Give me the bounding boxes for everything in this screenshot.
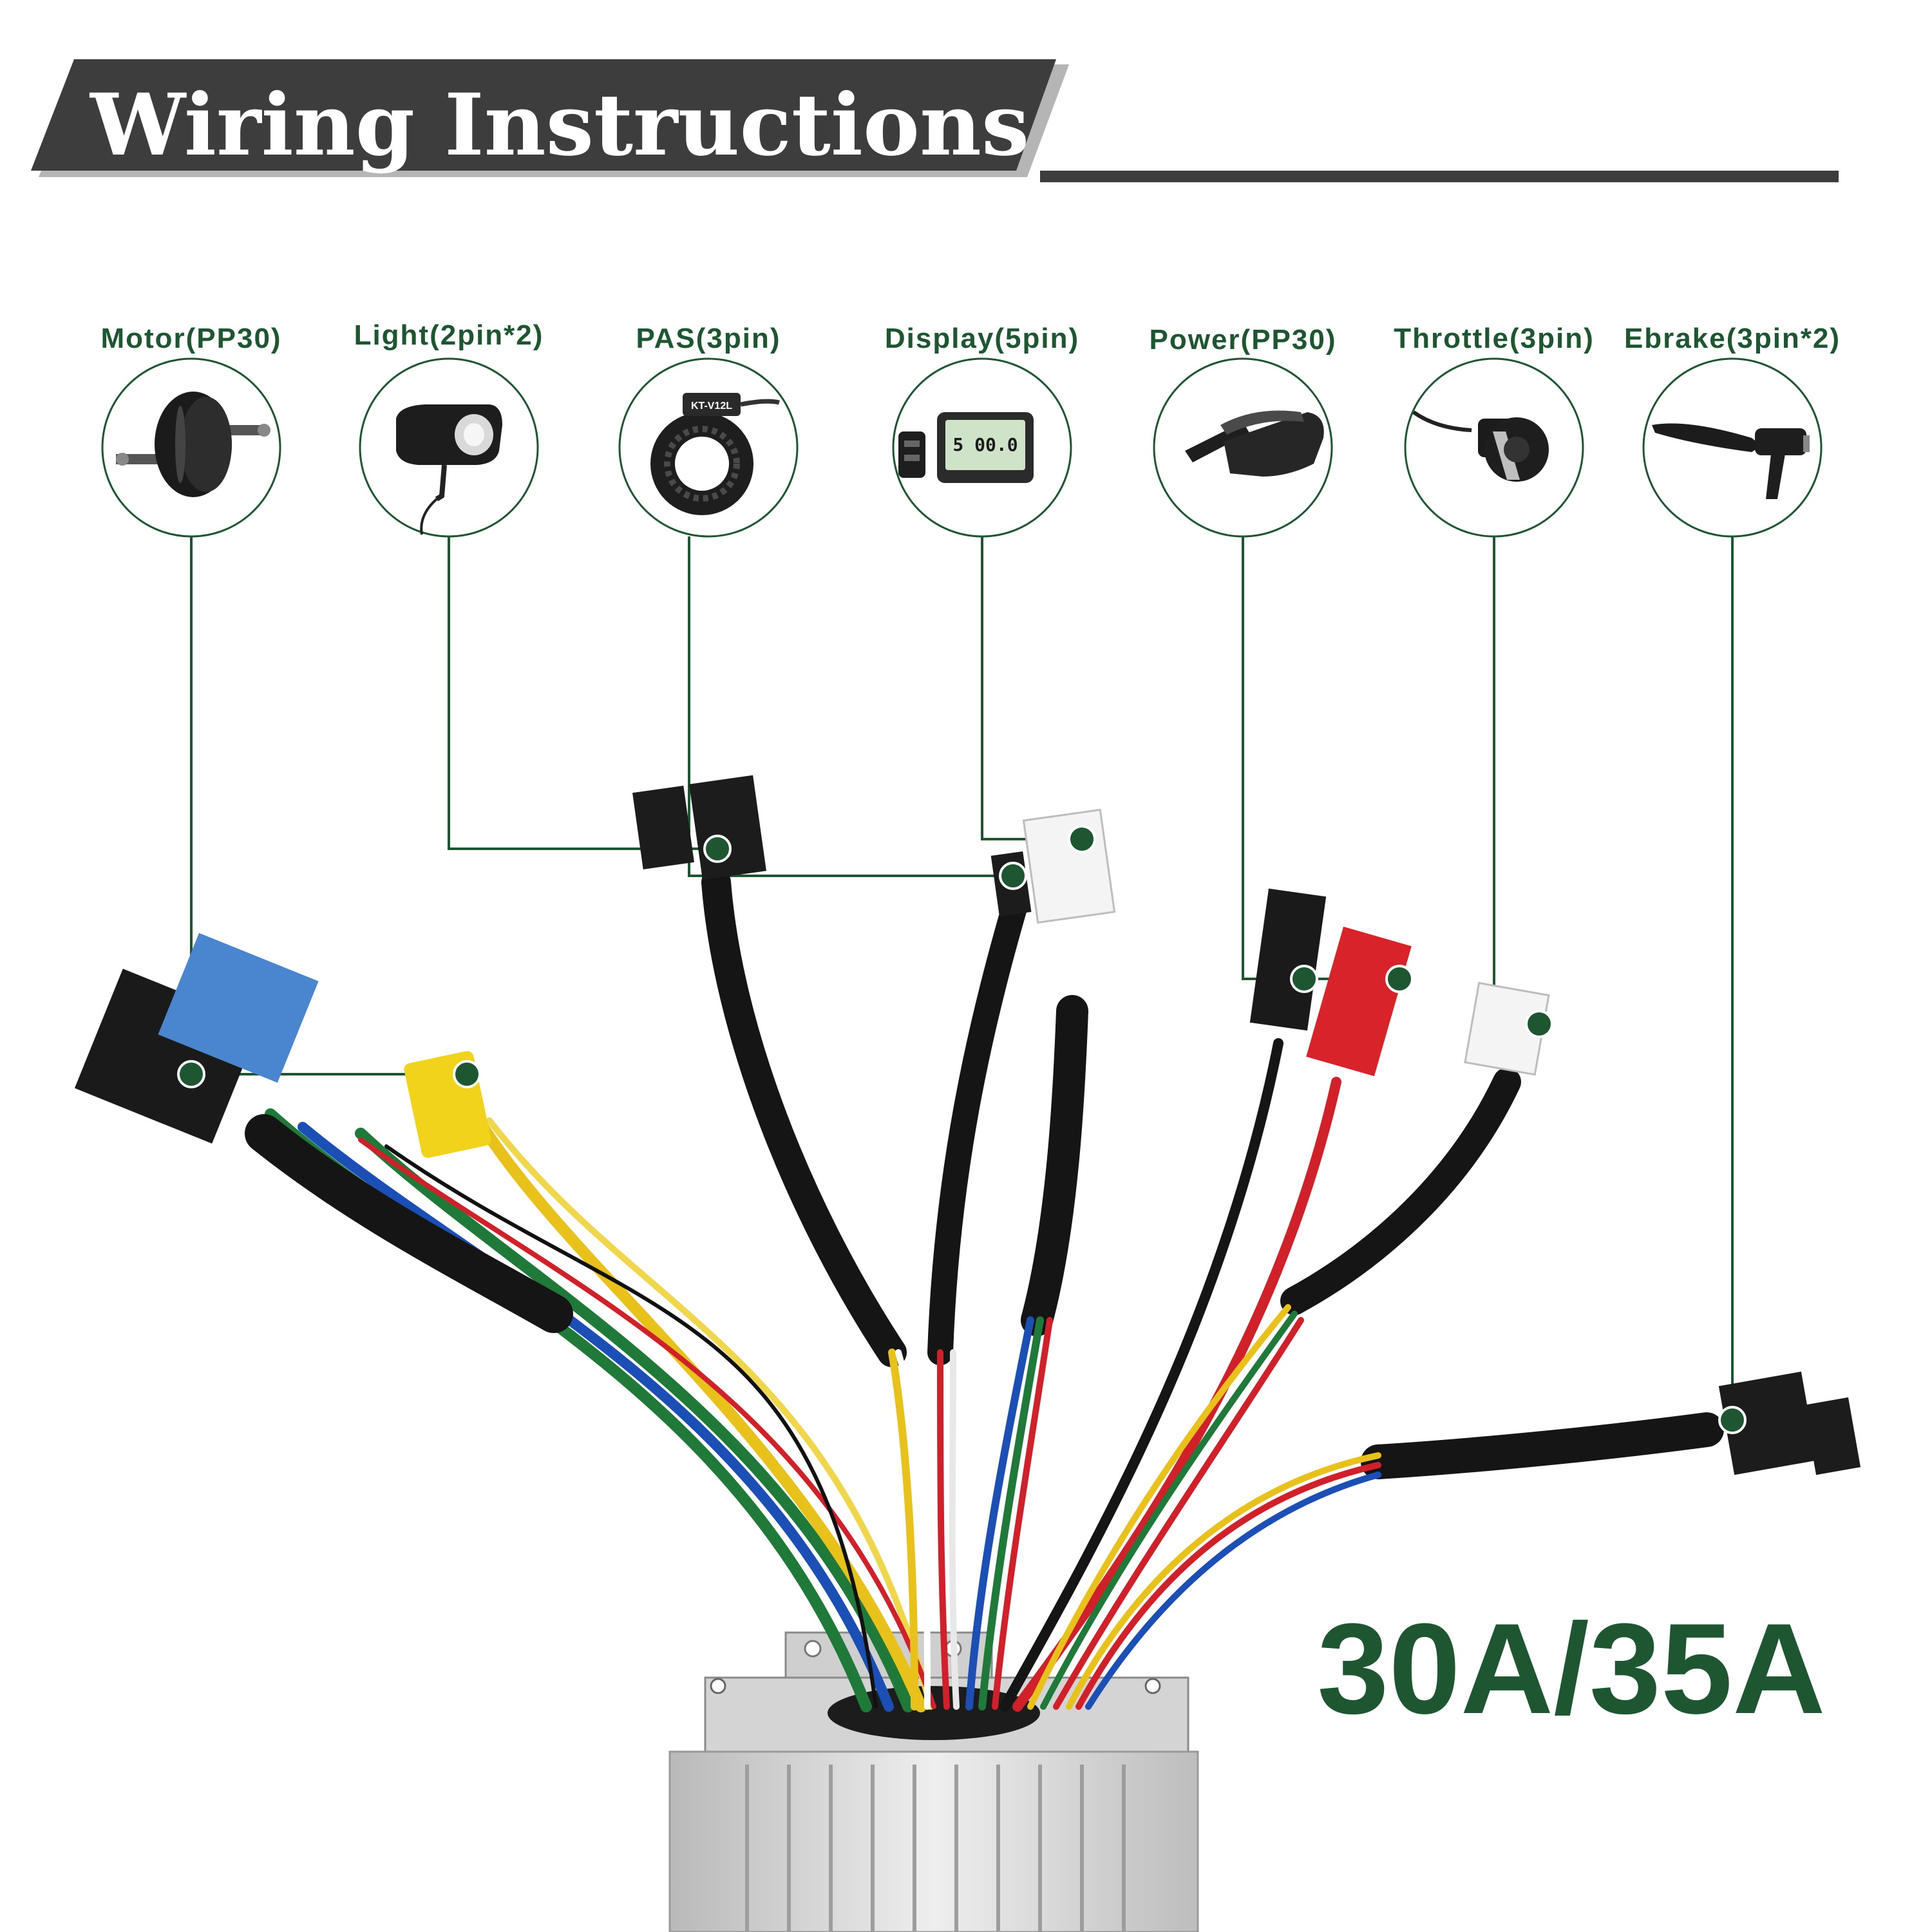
- header: Wiring Instructions: [31, 59, 1839, 182]
- page-title: Wiring Instructions: [89, 75, 1029, 175]
- leader-pas: [688, 536, 1013, 877]
- power-connector-black: [1249, 888, 1327, 1031]
- ebrake-wire-blue: [1085, 1472, 1381, 1710]
- dot-pas: [703, 835, 732, 863]
- throttle-wire-green: [1040, 1311, 1298, 1710]
- power-wire-black: [999, 1038, 1283, 1712]
- label-ebrake: Ebrake(3pin*2): [1624, 323, 1841, 354]
- display-wire-green: [978, 1316, 1044, 1710]
- leader-display: [981, 536, 1082, 840]
- lcd-display-icon: 5 00.0: [898, 412, 1034, 483]
- label-motor: Motor(PP30): [100, 323, 281, 354]
- leader-lines: [190, 536, 1734, 1420]
- ebrake-connector: [1718, 1371, 1861, 1475]
- dot-throttle: [1525, 1010, 1553, 1038]
- thumb-throttle-icon: [1412, 410, 1549, 482]
- display-wire-red: [937, 1349, 950, 1710]
- display-wire-blue: [965, 1316, 1034, 1710]
- display-cable-sheath-2: [1021, 995, 1088, 1336]
- brake-lever-icon: [1652, 423, 1810, 499]
- controller-heatsink: [668, 1750, 1199, 1932]
- motor-phase-connector-blue: [158, 933, 319, 1083]
- pas-sensor-icon: KT-V12L: [650, 393, 780, 515]
- wire-blue: [298, 1122, 894, 1712]
- dot-power-2: [1385, 965, 1414, 993]
- wire-yellow-thin: [486, 1117, 934, 1710]
- current-rating: 30A/35A: [1317, 1597, 1825, 1741]
- display-cable-sheath-1: [927, 895, 1027, 1365]
- component-labels: Motor(PP30) Light(2pin*2) PAS(3pin) Disp…: [100, 319, 1841, 355]
- pas-sensor-text: KT-V12L: [691, 401, 732, 412]
- pas-light-connector: [632, 775, 766, 880]
- ebrake-wire-red: [1075, 1462, 1381, 1710]
- leader-light: [448, 536, 717, 850]
- display-wire-white: [949, 1349, 960, 1710]
- label-light: Light(2pin*2): [354, 319, 544, 351]
- hub-motor-icon: [116, 392, 270, 497]
- dot-motor: [177, 1060, 205, 1088]
- connectors: [74, 775, 1861, 1475]
- dot-display: [1068, 825, 1096, 853]
- motor-connector-yellow: [404, 1051, 491, 1158]
- throttle-wire-yellow: [1027, 1304, 1291, 1710]
- throttle-cable-sheath: [1280, 1068, 1521, 1315]
- leader-throttle: [1493, 536, 1539, 1025]
- lcd-screen-text: 5 00.0: [952, 434, 1018, 455]
- power-connector: [1249, 888, 1412, 1077]
- power-connector-icon: [1185, 410, 1324, 477]
- headlight-icon: [396, 404, 502, 535]
- wire-green-2: [355, 1128, 914, 1712]
- connection-dots: [177, 825, 1747, 1434]
- header-underline: [1040, 171, 1839, 182]
- pas-wire-white: [895, 1349, 931, 1710]
- label-power: Power(PP30): [1150, 324, 1337, 355]
- header-band: [31, 59, 1056, 171]
- ebrake-cable-sheath: [1361, 1412, 1724, 1479]
- ebrake-wire-yellow: [1066, 1452, 1381, 1710]
- label-pas: PAS(3pin): [636, 323, 781, 354]
- power-connector-red: [1306, 926, 1412, 1077]
- dot-pas-2: [999, 862, 1027, 890]
- dot-motor-2: [453, 1060, 481, 1088]
- pas-cable-sheath: [701, 867, 907, 1367]
- dot-ebrake: [1718, 1406, 1747, 1434]
- controller-body: [668, 1631, 1199, 1932]
- wire-black-thin: [384, 1144, 878, 1709]
- throttle-wire-red: [1053, 1317, 1304, 1710]
- pas-wire-yellow: [888, 1349, 918, 1710]
- label-display: Display(5pin): [885, 323, 1079, 354]
- dot-power: [1290, 965, 1318, 993]
- motor-cable-sheath: [245, 1114, 573, 1333]
- display-wire-red-2: [992, 1317, 1053, 1710]
- wire-red-thin: [358, 1137, 936, 1709]
- heatsink-fins: [745, 1765, 1126, 1932]
- label-throttle: Throttle(3pin): [1394, 323, 1595, 354]
- wires: [245, 867, 1724, 1712]
